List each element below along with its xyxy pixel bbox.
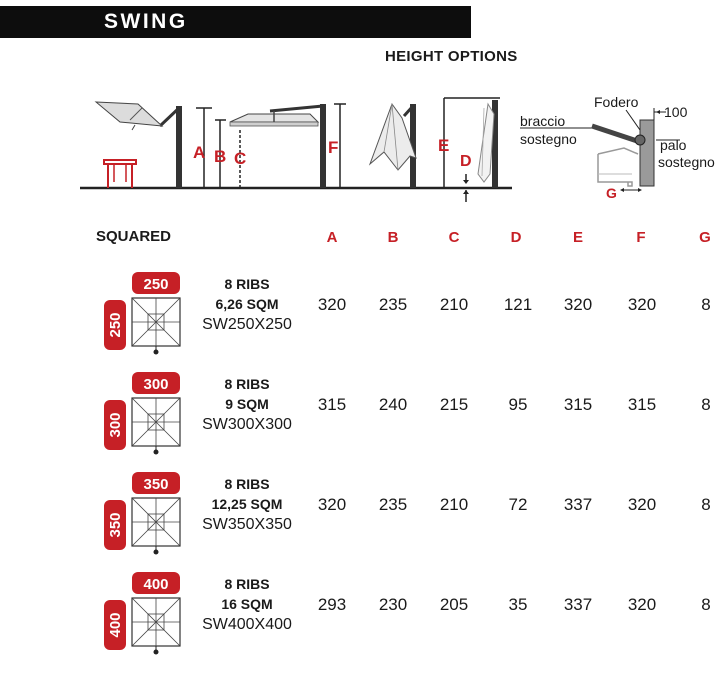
value-cell-e: 337 [563,495,593,514]
square-canopy-icon: 300 300 [104,372,181,455]
value-cell-b: 240 [378,395,408,414]
value-cell-f: 320 [627,595,657,614]
value-cell-a: 320 [317,295,347,314]
value-cell-e: 337 [563,595,593,614]
size-badge-side: 250 [107,312,124,337]
value-cell-d: 35 [508,595,528,614]
column-header-g: G [699,229,711,246]
area-label: 12,25 SQM [211,496,283,512]
height-diagram: A B C F E D [80,78,728,206]
ribs-label: 8 RIBS [224,376,270,392]
umbrella-size-icon: 350 350 [104,470,184,558]
label-sleeve: Fodero [594,94,639,110]
flat-umbrella-illustration [196,103,346,188]
value-cell-e: 315 [563,395,593,414]
ribs-label: 8 RIBS [224,276,270,292]
product-code: SW350X350 [202,516,292,533]
table-icon [103,159,137,188]
height-options-title: HEIGHT OPTIONS [385,48,518,65]
value-cell-g: 8 [701,295,711,314]
title-bar: SWING [0,6,471,38]
size-badge-side: 400 [107,612,124,637]
value-cell-c: 215 [439,395,469,414]
column-header-c: C [448,229,460,246]
column-header-e: E [572,229,583,246]
dim-label-e: E [438,136,449,155]
value-cell-b: 235 [378,495,408,514]
size-badge-side: 350 [107,512,124,537]
area-label: 16 SQM [221,596,273,612]
value-cell-e: 320 [563,295,593,314]
value-cell-c: 205 [439,595,469,614]
umbrella-size-icon: 400 400 [104,570,184,658]
square-canopy-icon: 250 250 [104,272,181,355]
ribs-label: 8 RIBS [224,476,270,492]
value-cell-f: 320 [627,495,657,514]
dim-label-f: F [328,138,338,157]
area-label: 9 SQM [225,396,269,412]
product-code: SW250X250 [202,316,292,333]
value-cell-a: 315 [317,395,347,414]
value-cell-c: 210 [439,295,469,314]
value-cell-g: 8 [701,395,711,414]
label-arm-line1: braccio [520,113,565,129]
table-row: 400 400 8 RIBS 16 SQM SW400X400 293 230 205 35 33… [0,570,728,660]
column-header-b: B [387,229,399,246]
size-badge-top: 300 [143,376,168,393]
value-cell-f: 320 [627,295,657,314]
column-header-f: F [636,229,646,246]
mount-detail-illustration [520,108,680,192]
value-cell-g: 8 [701,595,711,614]
value-cell-g: 8 [701,495,711,514]
label-pole-line2: sostegno [658,154,715,170]
value-cell-d: 121 [503,295,533,314]
tilted-umbrella-illustration [94,101,182,188]
section-label-squared: SQUARED [96,228,172,245]
value-cell-c: 210 [439,495,469,514]
value-cell-b: 230 [378,595,408,614]
area-label: 6,26 SQM [215,296,279,312]
value-cell-b: 235 [378,295,408,314]
dim-label-a: A [193,143,205,162]
value-cell-a: 293 [317,595,347,614]
column-header-a: A [326,229,338,246]
folded-umbrella-illustration [443,97,500,202]
ribs-label: 8 RIBS [224,576,270,592]
closed-umbrella-illustration [368,102,417,188]
umbrella-size-icon: 300 300 [104,370,184,458]
dim-label-b: B [214,147,226,166]
value-cell-a: 320 [317,495,347,514]
label-pole-line1: palo [660,137,687,153]
size-badge-top: 250 [143,276,168,293]
product-code: SW400X400 [202,616,292,633]
page-title: SWING [104,10,188,33]
dim-label-d: D [460,153,472,170]
value-cell-f: 315 [627,395,657,414]
size-badge-top: 350 [143,476,168,493]
umbrella-size-icon: 250 250 [104,270,184,358]
dim-label-g: G [606,185,617,201]
column-header-d: D [510,229,522,246]
value-cell-d: 95 [508,395,528,414]
height-diagram-svg: A B C F E D [80,94,715,202]
square-canopy-icon: 400 400 [104,572,181,655]
table-row: 250 250 8 RIBS 6,26 SQM SW250X250 320 235 210 12… [0,270,728,360]
table-row: 300 300 8 RIBS 9 SQM SW300X300 315 240 215 95 315… [0,370,728,460]
label-gap: 100 [664,104,688,120]
product-code: SW300X300 [202,416,292,433]
size-badge-top: 400 [143,576,168,593]
table-row: 350 350 8 RIBS 12,25 SQM SW350X350 320 235 210 7… [0,470,728,560]
size-badge-side: 300 [107,412,124,437]
label-arm-line2: sostegno [520,131,577,147]
dim-label-c: C [234,149,246,168]
value-cell-d: 72 [508,495,528,514]
square-canopy-icon: 350 350 [104,472,181,555]
